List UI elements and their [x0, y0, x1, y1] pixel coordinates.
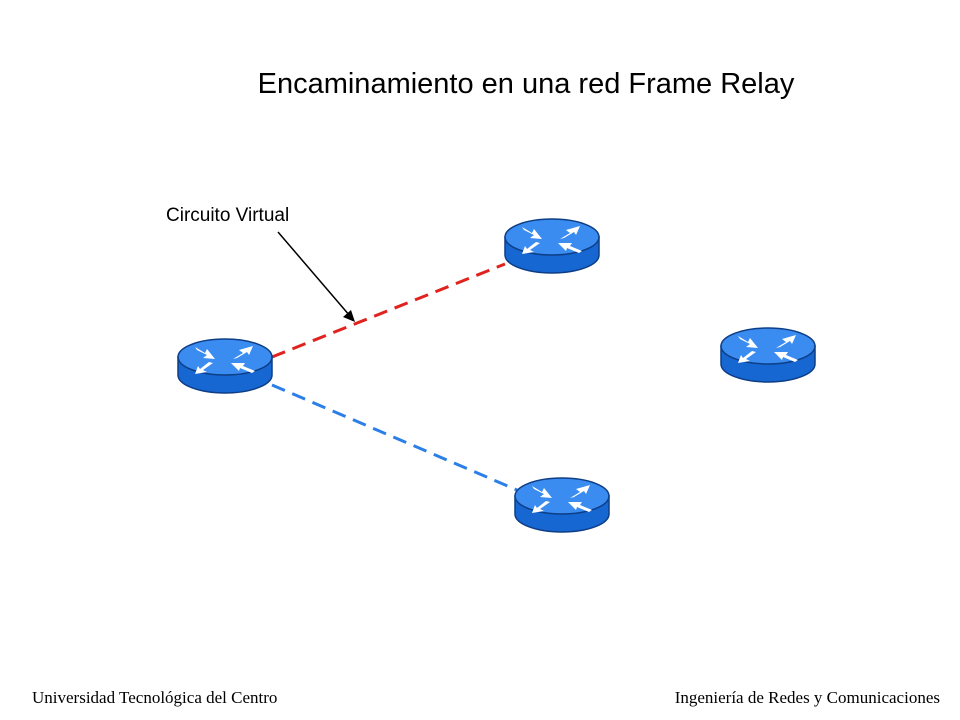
circuit-label: Circuito Virtual: [166, 205, 289, 226]
footer-course: Ingeniería de Redes y Comunicaciones: [674, 688, 940, 707]
virtual-circuit-blue: [271, 383, 518, 492]
router-icon[interactable]: [514, 477, 610, 533]
annotation-pointer: [277, 231, 351, 317]
slide-title: Encaminamiento en una red Frame Relay: [257, 68, 795, 100]
router-icon[interactable]: [720, 327, 816, 383]
annotation-arrowhead: [343, 310, 355, 322]
virtual-circuit-red: [271, 262, 506, 359]
footer-university: Universidad Tecnológica del Centro: [32, 688, 278, 707]
router-icon[interactable]: [177, 338, 273, 394]
router-icon[interactable]: [504, 218, 600, 274]
